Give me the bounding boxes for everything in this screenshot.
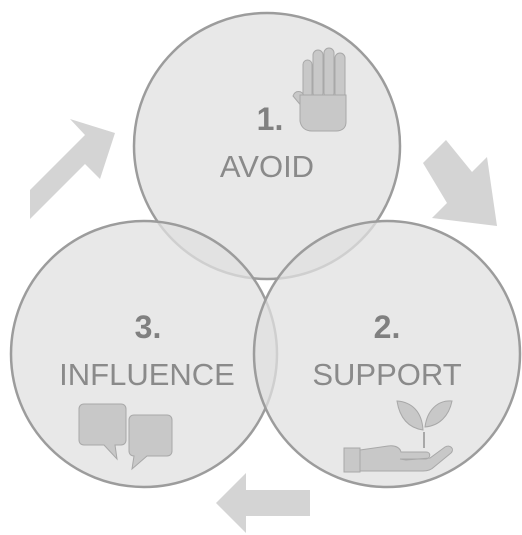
arrow-bottom: [216, 473, 310, 533]
raised-hand-icon: [292, 47, 347, 132]
step-1-number: 1.: [257, 101, 284, 137]
step-1-label: AVOID: [220, 149, 314, 184]
step-3-label: INFLUENCE: [59, 357, 235, 392]
arrow-right: [423, 140, 497, 226]
speech-bubbles-icon: [78, 403, 173, 471]
seedling-in-hand-icon: [343, 400, 453, 473]
circle-support: [252, 219, 522, 489]
arrow-top-left: [30, 119, 115, 219]
step-2-label: SUPPORT: [312, 357, 461, 392]
step-2-number: 2.: [374, 309, 401, 345]
step-3-number: 3.: [135, 309, 162, 345]
